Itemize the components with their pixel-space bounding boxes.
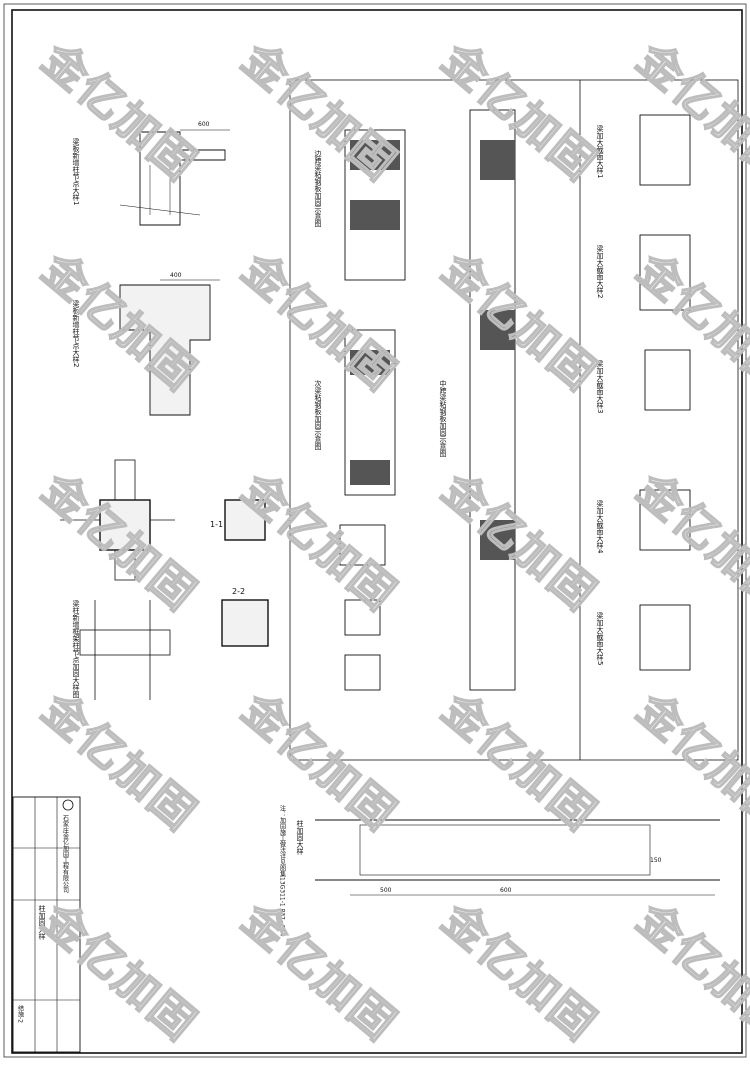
right-details — [639, 114, 691, 671]
watermark-layer: 金亿加固金亿加固金亿加固金亿加固金亿加固金亿加固金亿加固金亿加固金亿加固金亿加固… — [31, 32, 750, 1052]
section-1-1: 1-1 — [210, 499, 266, 541]
detail-left-top: 600 — [119, 121, 230, 226]
column-elevation-bottom: 500 600 150 — [315, 819, 720, 896]
title-block: 石家庄金亿加固工程有限公司 柱加固大样 结施-2 — [12, 796, 81, 1053]
watermark-text: 金亿加固 — [232, 463, 407, 621]
title-right-3: 梁加大截面大样3 — [596, 359, 604, 413]
dim-600-b: 600 — [500, 887, 512, 894]
watermark-text: 金亿加固 — [232, 683, 407, 841]
title-right-2: 梁加大截面大样2 — [596, 244, 604, 298]
title-bottom: 柱加固大样 — [296, 819, 304, 856]
title-center-right: 中跨梁粘钢板加固示意图 — [439, 379, 447, 458]
dim-400: 400 — [170, 272, 182, 279]
svg-text:1-1: 1-1 — [210, 520, 223, 529]
detail-panel-frame — [289, 79, 739, 761]
beam-sections-small — [339, 524, 386, 691]
title-left-bottom: 梁柱新增框架柱节点加固大样图 — [72, 599, 80, 699]
beam-elevation-left — [344, 129, 406, 281]
title-center-left-2: 次梁粘钢板加固示意图 — [314, 379, 322, 451]
beam-elevation-left-2 — [344, 329, 396, 496]
beam-elevation-right — [469, 109, 516, 691]
drawing-no: 结施-2 — [17, 1004, 24, 1023]
svg-text:2-2: 2-2 — [232, 587, 245, 596]
watermark-text: 金亿加固 — [232, 893, 407, 1051]
outer-border — [3, 3, 747, 1058]
dim-500: 500 — [380, 887, 392, 894]
title-right-1: 梁加大截面大样1 — [596, 124, 604, 178]
watermark-text: 金亿加固 — [627, 683, 750, 841]
section-2-2: 2-2 — [221, 587, 269, 647]
watermark-text: 金亿加固 — [627, 33, 750, 191]
company-name: 石家庄金亿加固工程有限公司 — [62, 815, 69, 893]
detail-left-column-elevation — [79, 600, 171, 700]
watermark-text: 金亿加固 — [232, 243, 407, 401]
detail-left-mid: 400 — [119, 272, 220, 416]
watermark-text: 金亿加固 — [32, 33, 207, 191]
title-left-mid: 梁板新增柱节点大样2 — [72, 299, 80, 367]
watermark-text: 金亿加固 — [627, 463, 750, 621]
detail-left-column-joint — [60, 459, 175, 581]
title-left-top: 梁板新增柱节点大样1 — [72, 137, 80, 205]
title-right-5: 梁加大截面大样5 — [596, 611, 604, 665]
note-bottom: 注：加固施工做法详见图集13G311-1 P37~P54 — [279, 804, 286, 936]
dim-150: 150 — [650, 857, 662, 864]
watermark-text: 金亿加固 — [627, 893, 750, 1051]
watermark-text: 金亿加固 — [32, 463, 207, 621]
company-logo-icon — [62, 799, 74, 811]
drawing-name: 柱加固大样 — [38, 904, 46, 941]
dim-600: 600 — [198, 121, 210, 128]
watermark-text: 金亿加固 — [432, 893, 607, 1051]
title-center-left: 边跨梁粘钢板加固示意图 — [314, 149, 322, 228]
title-right-4: 梁加大截面大样4 — [596, 499, 604, 554]
inner-frame — [11, 9, 743, 1054]
